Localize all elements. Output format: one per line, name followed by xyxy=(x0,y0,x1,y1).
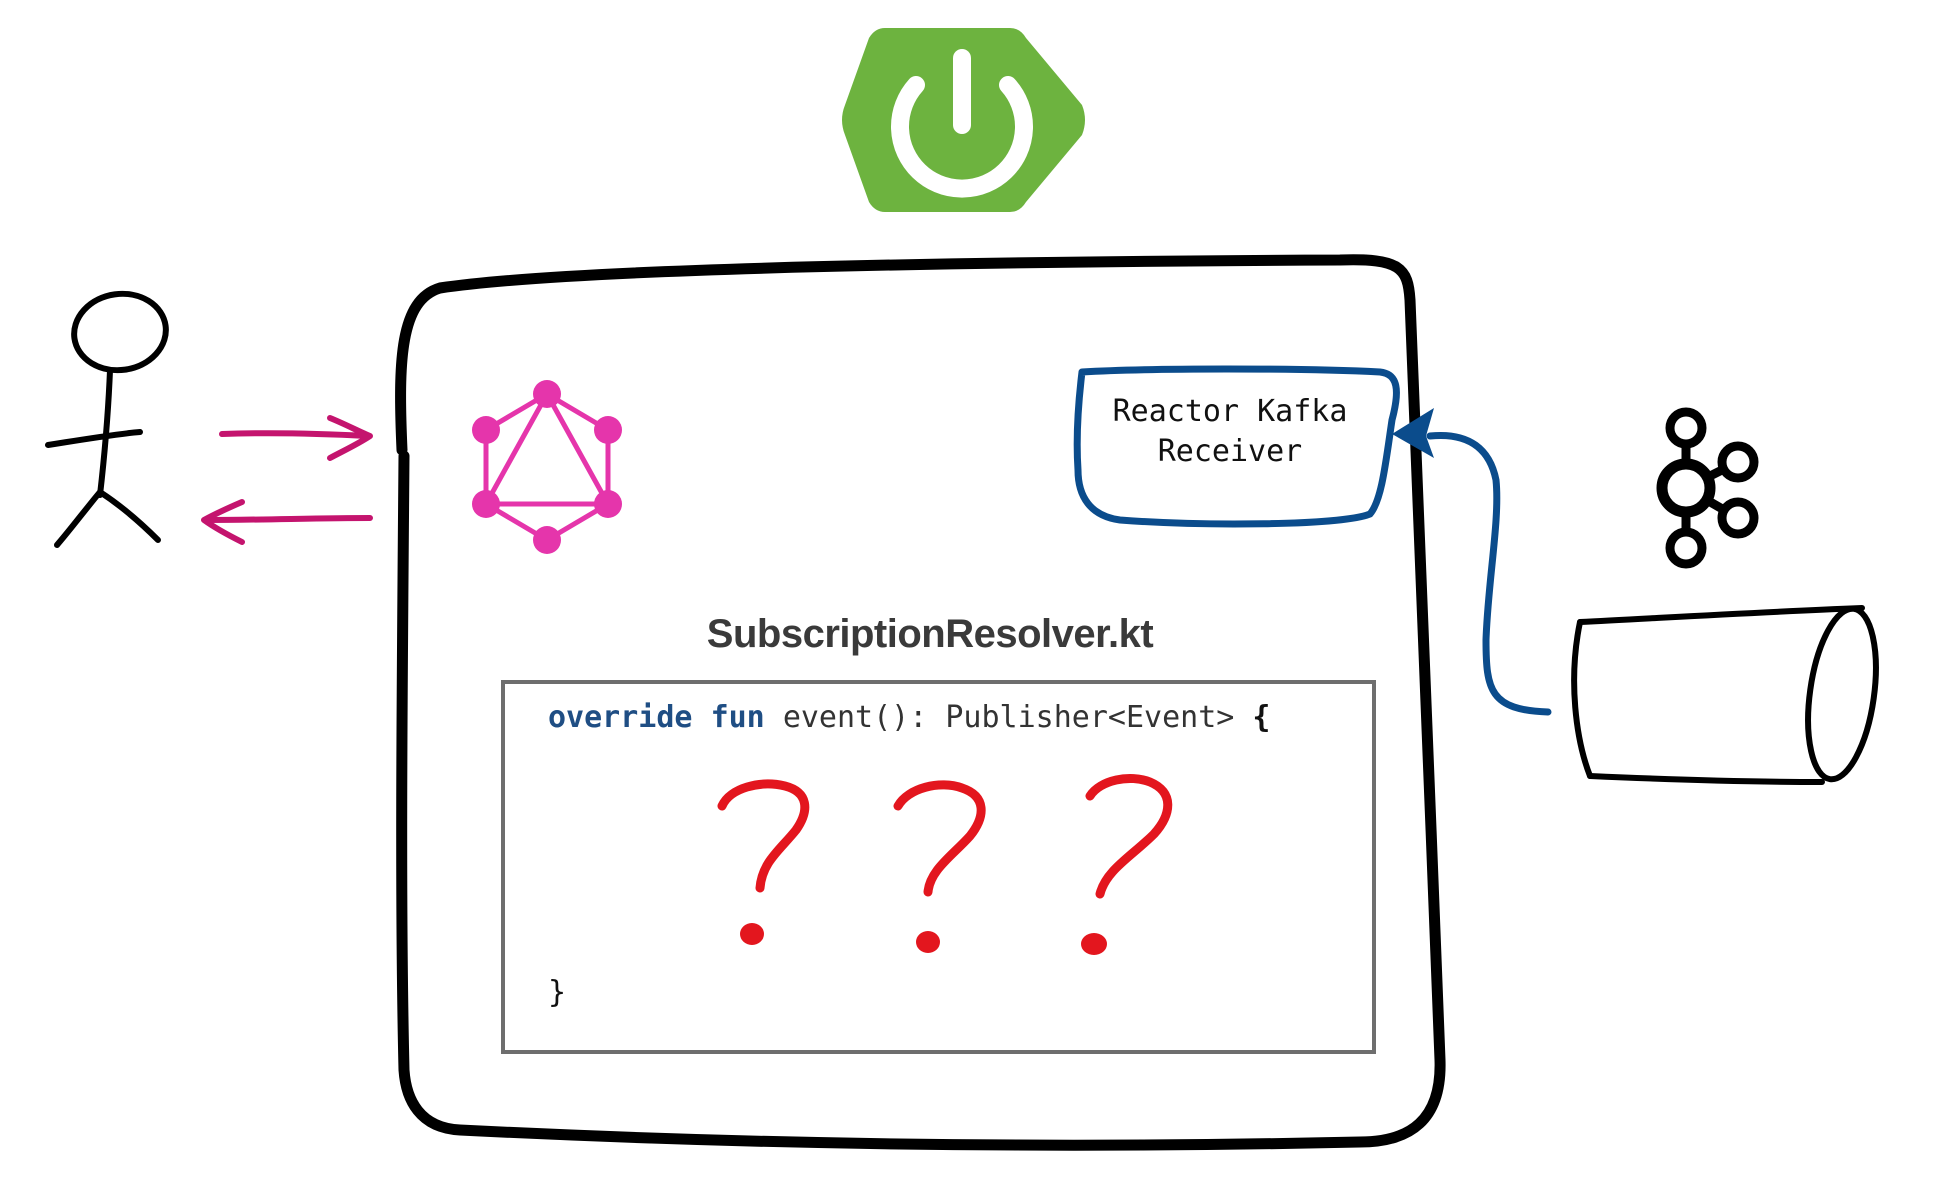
spring-boot-icon xyxy=(842,28,1085,212)
code-close-brace: } xyxy=(548,975,567,1010)
receiver-label-line2: Receiver xyxy=(1157,434,1303,469)
kafka-topic-cylinder-icon xyxy=(1571,605,1879,785)
question-mark xyxy=(1085,774,1173,899)
unknown-implementation-marks xyxy=(717,774,1173,955)
question-mark-dot xyxy=(916,931,940,953)
question-mark-dot xyxy=(1081,933,1107,955)
code-keyword-override: override xyxy=(548,700,693,735)
kafka-icon xyxy=(1656,407,1759,569)
question-mark xyxy=(717,779,810,893)
response-arrow xyxy=(201,499,373,545)
code-open-brace: { xyxy=(1252,700,1271,735)
reactor-kafka-receiver-box xyxy=(1073,365,1400,528)
kafka-to-receiver-arrow xyxy=(1392,408,1552,716)
receiver-label: Reactor Kafka Receiver xyxy=(1080,392,1380,472)
file-title: SubscriptionResolver.kt xyxy=(706,612,1154,656)
request-arrow xyxy=(219,415,373,461)
code-signature-line: override fun event(): Publisher<Event> { xyxy=(548,700,1270,735)
code-box xyxy=(501,680,1376,1054)
application-boundary xyxy=(395,254,1446,1151)
question-mark-dot xyxy=(740,923,764,945)
receiver-label-line1: Reactor Kafka xyxy=(1112,394,1348,429)
code-keyword-fun: fun xyxy=(710,700,765,735)
graphql-icon xyxy=(472,380,622,554)
user-stick-figure-icon xyxy=(45,290,169,548)
question-mark xyxy=(893,780,986,897)
code-signature: event(): Publisher<Event> xyxy=(782,700,1235,735)
